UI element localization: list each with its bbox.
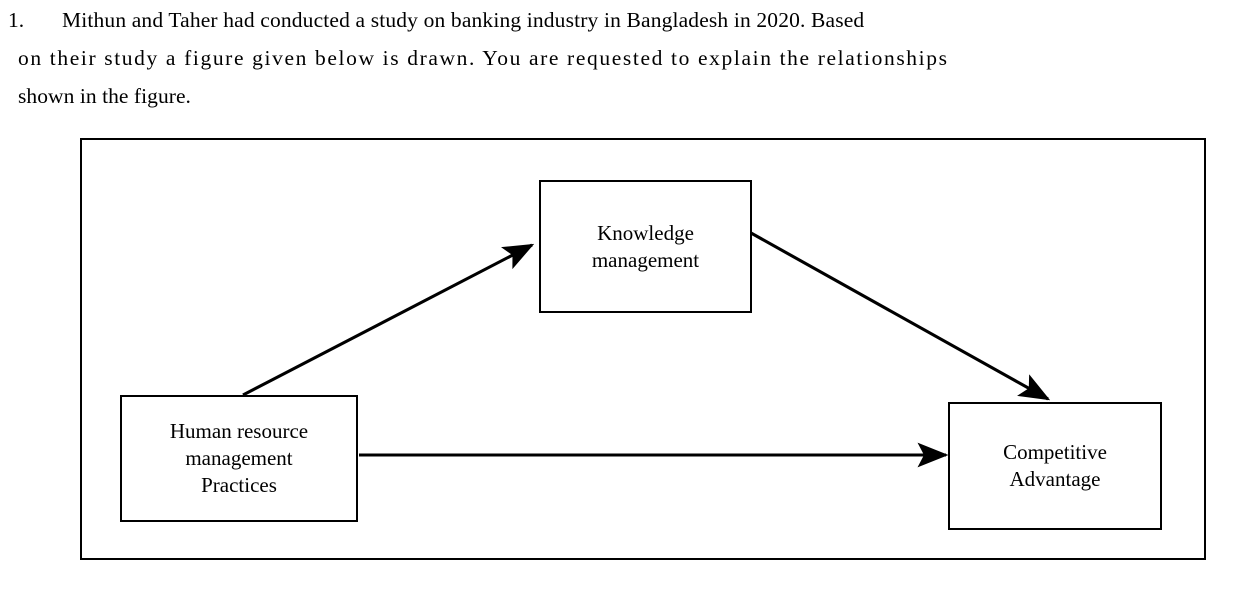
node-knowledge-management[interactable]: Knowledge management — [539, 180, 752, 313]
question-line-2: on their study a figure given below is d… — [18, 46, 949, 70]
node-hrm-practices[interactable]: Human resource management Practices — [120, 395, 358, 522]
node-knowledge-management-label: Knowledge management — [591, 220, 700, 272]
arrow-knowledge-management-to-competitive-advantage — [750, 231, 1051, 401]
node-competitive-advantage-label: Competitive Advantage — [1003, 440, 1107, 491]
question-line-3: shown in the figure. — [18, 84, 191, 108]
question-text-block: 1. Mithun and Taher had conducted a stud… — [0, 0, 1233, 125]
arrow-hrm-to-knowledge-management — [242, 243, 535, 397]
node-hrm-practices-label: Human resource management Practices — [169, 419, 309, 497]
question-number: 1. — [8, 8, 25, 32]
node-competitive-advantage[interactable]: Competitive Advantage — [948, 402, 1162, 530]
question-line-1: Mithun and Taher had conducted a study o… — [62, 8, 865, 32]
